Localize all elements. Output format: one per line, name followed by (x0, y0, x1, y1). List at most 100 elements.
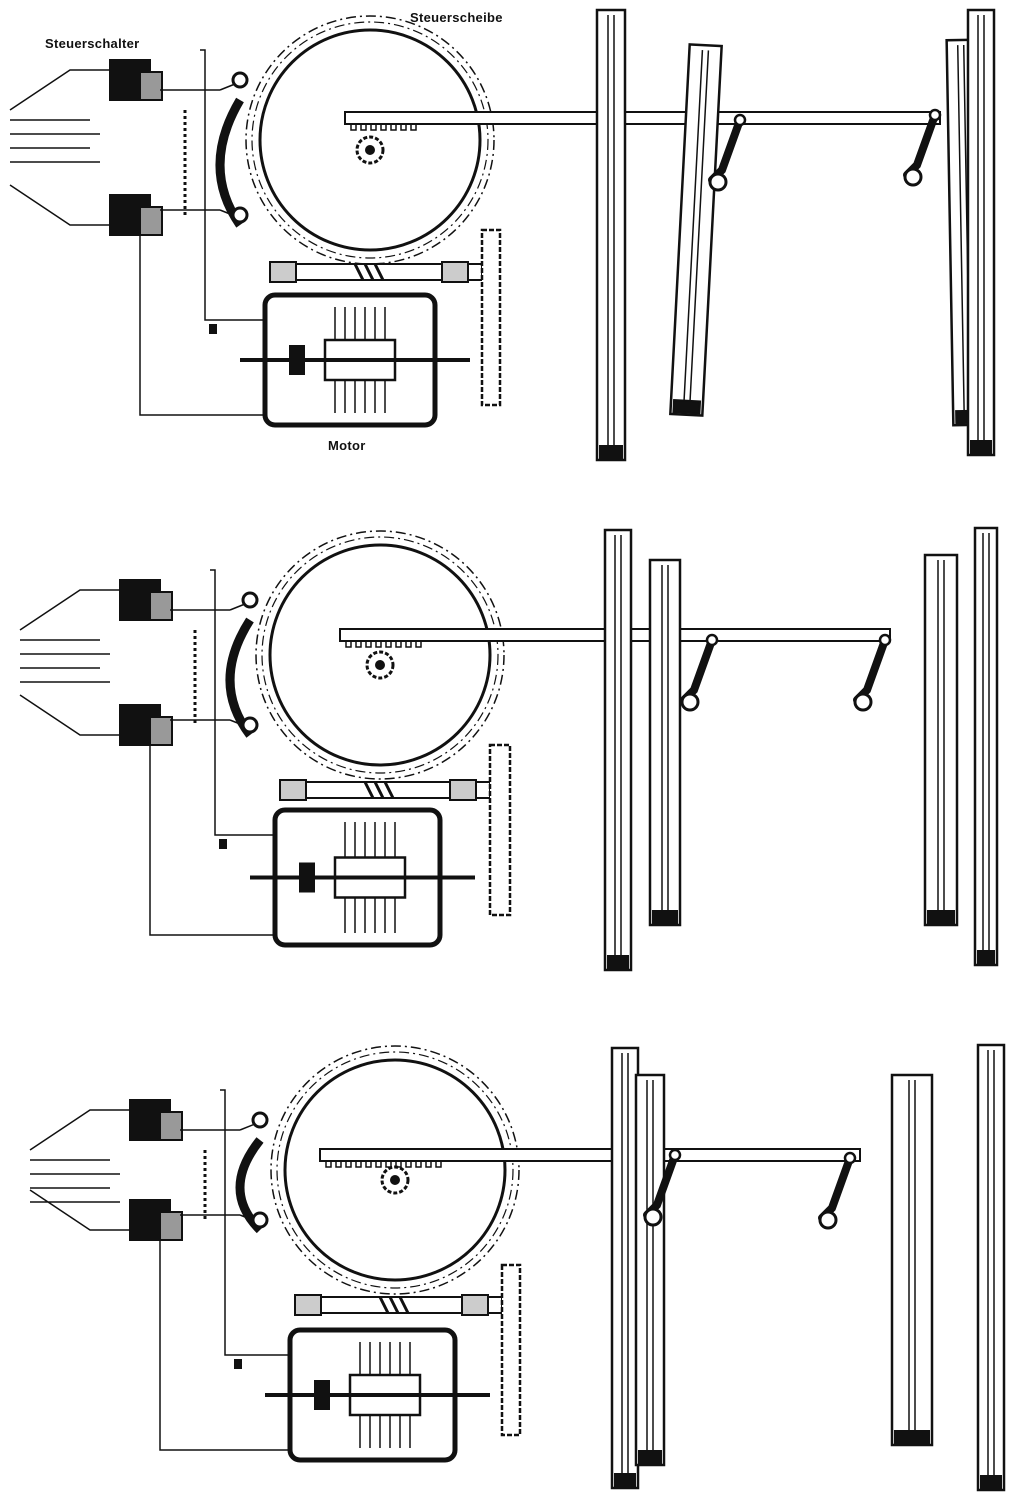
frame-bar-1 (603, 528, 633, 972)
linkage-pivot-1 (733, 113, 747, 127)
pinion-gear (355, 135, 385, 165)
linkage-pivot-2 (843, 1151, 857, 1165)
frame-bar-4 (976, 1043, 1006, 1492)
frame-bar-outline (603, 528, 633, 972)
switch-wiring (180, 1121, 261, 1224)
rack-teeth (350, 124, 417, 131)
linkage-pivot-1 (668, 1148, 682, 1162)
shaft-bearing-left (294, 1294, 322, 1316)
control-disc (268, 543, 492, 767)
disc-guide-dashed-inner (251, 21, 489, 259)
linkage-roller-1 (708, 172, 728, 192)
disc-guide-dashed-inner (261, 536, 499, 774)
supply-cables (19, 589, 120, 736)
frame-bar-outline (634, 1073, 666, 1467)
shaft-bearing-left (279, 779, 307, 801)
label-steuerschalter: Steuerschalter (45, 36, 140, 51)
shaft-bearing-right (441, 261, 469, 283)
rack-bar (344, 111, 941, 125)
shaft-bearing-left (269, 261, 297, 283)
frame-bar-outline (890, 1073, 934, 1447)
linkage-roller-2 (903, 167, 923, 187)
frame-bar-groove (607, 15, 615, 452)
disc-guide-dashed-inner (276, 1051, 514, 1289)
motor-terminal (234, 1359, 242, 1369)
switch-contact-pad-1 (139, 71, 163, 101)
frame-bar-groove (908, 1080, 916, 1437)
frame-bar-outline (966, 8, 996, 457)
linkage-lever-2 (818, 1154, 854, 1222)
frame-bar-outline (973, 526, 999, 967)
linkage-roller-1 (643, 1207, 663, 1227)
frame-bar-groove (614, 535, 622, 962)
switch-wiring (170, 601, 251, 729)
rack-bar (319, 1148, 861, 1162)
motor-wiring (149, 569, 275, 936)
pinion-axle (375, 660, 385, 670)
switch-contact-pad-1 (159, 1111, 183, 1141)
rack-teeth (325, 1161, 442, 1168)
frame-bar-2 (648, 558, 682, 927)
frame-bar-outline (610, 1046, 640, 1490)
frame-bar-2 (669, 43, 723, 417)
worm-thread (363, 781, 395, 799)
commutator (314, 1380, 330, 1410)
frame-bar-foot (927, 910, 955, 924)
linkage-lever-2 (853, 636, 889, 704)
frame-bar-4 (973, 526, 999, 967)
linkage-lever-1 (680, 636, 716, 704)
switch-pivot-bottom (241, 716, 259, 734)
frame-bar-foot (638, 1450, 662, 1464)
switch-contact-pad-2 (139, 206, 163, 236)
frame-bar-2 (634, 1073, 666, 1467)
frame-bar-foot (607, 955, 629, 969)
frame-bar-groove (646, 1080, 654, 1457)
linkage-roller-2 (818, 1210, 838, 1230)
commutator (289, 345, 305, 375)
frame-bar-groove (682, 50, 710, 407)
label-motor: Motor (328, 438, 366, 453)
frame-bar-foot (599, 445, 623, 459)
frame-bar-groove (987, 1050, 995, 1482)
control-disc (283, 1058, 507, 1282)
frame-bar-4 (966, 8, 996, 457)
frame-bar-groove (661, 565, 669, 917)
linkage-pivot-2 (878, 633, 892, 647)
worm-thread (378, 1296, 410, 1314)
panel-2 (19, 526, 999, 972)
label-steuerscheibe: Steuerscheibe (410, 10, 503, 25)
pinion-gear (365, 650, 395, 680)
linkage-roller-2 (853, 692, 873, 712)
commutator (299, 862, 315, 893)
control-disc (258, 28, 482, 252)
switch-pivot-bottom (251, 1211, 269, 1229)
frame-bar-1 (610, 1046, 640, 1490)
frame-bar-outline (923, 553, 959, 927)
frame-bar-foot (980, 1475, 1002, 1489)
disc-guide-dashed (270, 1045, 520, 1295)
frame-bar-foot (614, 1473, 636, 1487)
pinion-axle (390, 1175, 400, 1185)
linkage-pivot-1 (705, 633, 719, 647)
frame-bar-foot (652, 910, 678, 924)
drive-gear-wheel (500, 1263, 522, 1437)
switch-contact-pad-1 (149, 591, 173, 621)
frame-bar-foot (977, 950, 995, 964)
frame-bar-foot (894, 1430, 930, 1444)
motor-wiring (159, 1089, 290, 1451)
frame-bar-foot (672, 399, 702, 415)
frame-bar-outline (976, 1043, 1006, 1492)
switch-contact-pad-2 (159, 1211, 183, 1241)
supply-cables (9, 69, 110, 226)
worm-thread (353, 263, 385, 281)
frame-bar-3 (890, 1073, 934, 1447)
switch-wiring (160, 81, 241, 219)
drive-gear-wheel (480, 228, 502, 407)
frame-bar-foot (970, 440, 992, 454)
switch-pivot-top (251, 1111, 269, 1129)
switch-contact-pad-2 (149, 716, 173, 746)
motor-wiring (139, 49, 265, 416)
pinion-gear (380, 1165, 410, 1195)
switch-pivot-top (231, 71, 249, 89)
